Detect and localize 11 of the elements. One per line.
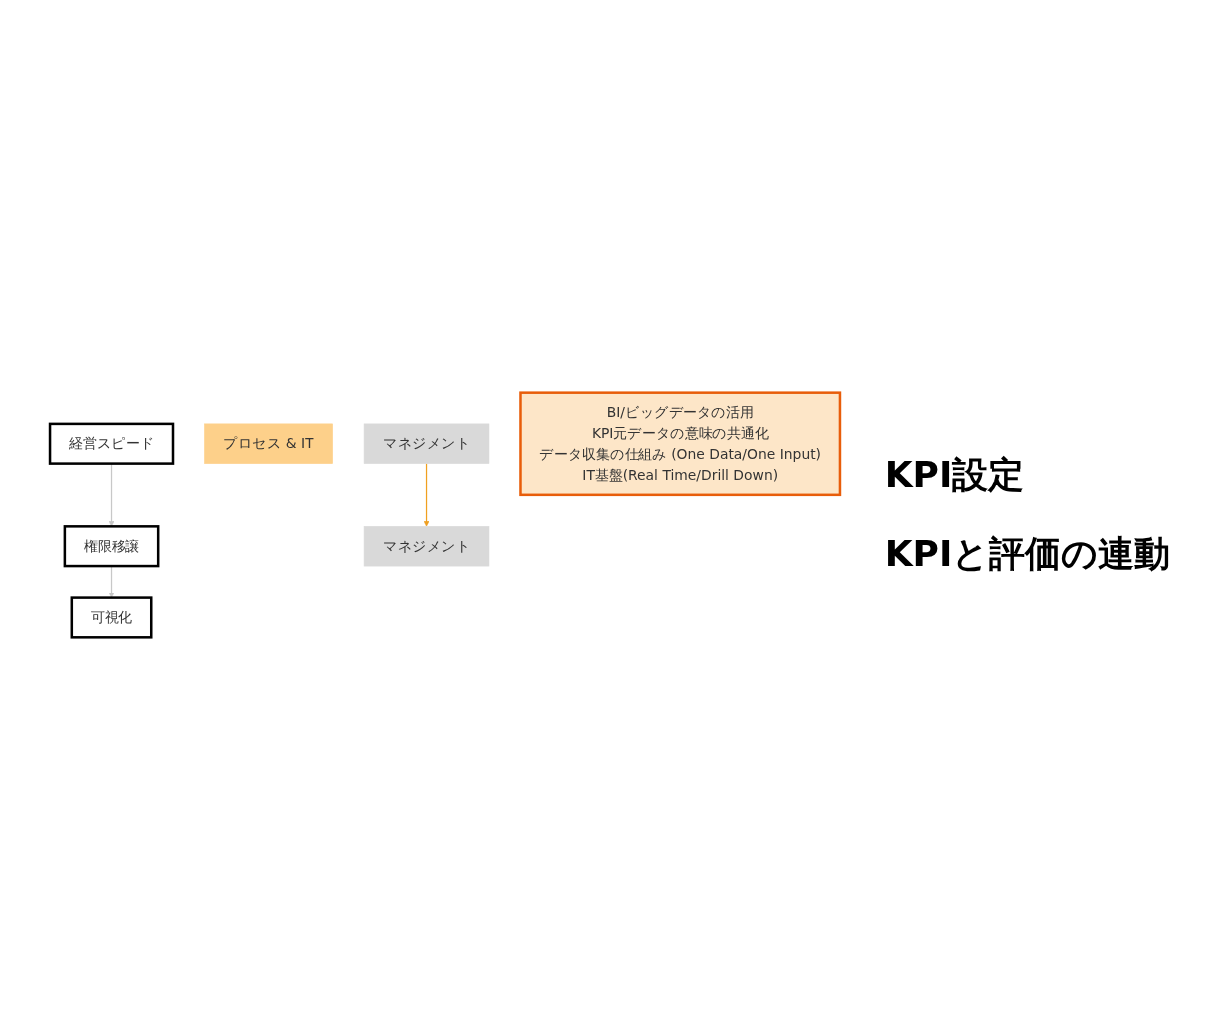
node-box: マネジメント [363,526,489,567]
note-text: KPIと評価の連動 [884,532,1171,576]
node-box: プロセス & IT [203,423,333,464]
arrow [108,463,114,527]
arrow [423,463,429,527]
node-box: 経営スピード [48,422,174,465]
node-box: 権限移譲 [63,525,160,568]
node-box: マネジメント [363,423,489,464]
node-box: BI/ビッグデータの活用 KPI元データの意味の共通化 データ収集の仕組み (One Data/One Input) IT基盤(Real Time/Drill Down) [518,391,841,497]
node-box: 可視化 [70,596,153,639]
note-text: KPI設定 [884,453,1026,497]
